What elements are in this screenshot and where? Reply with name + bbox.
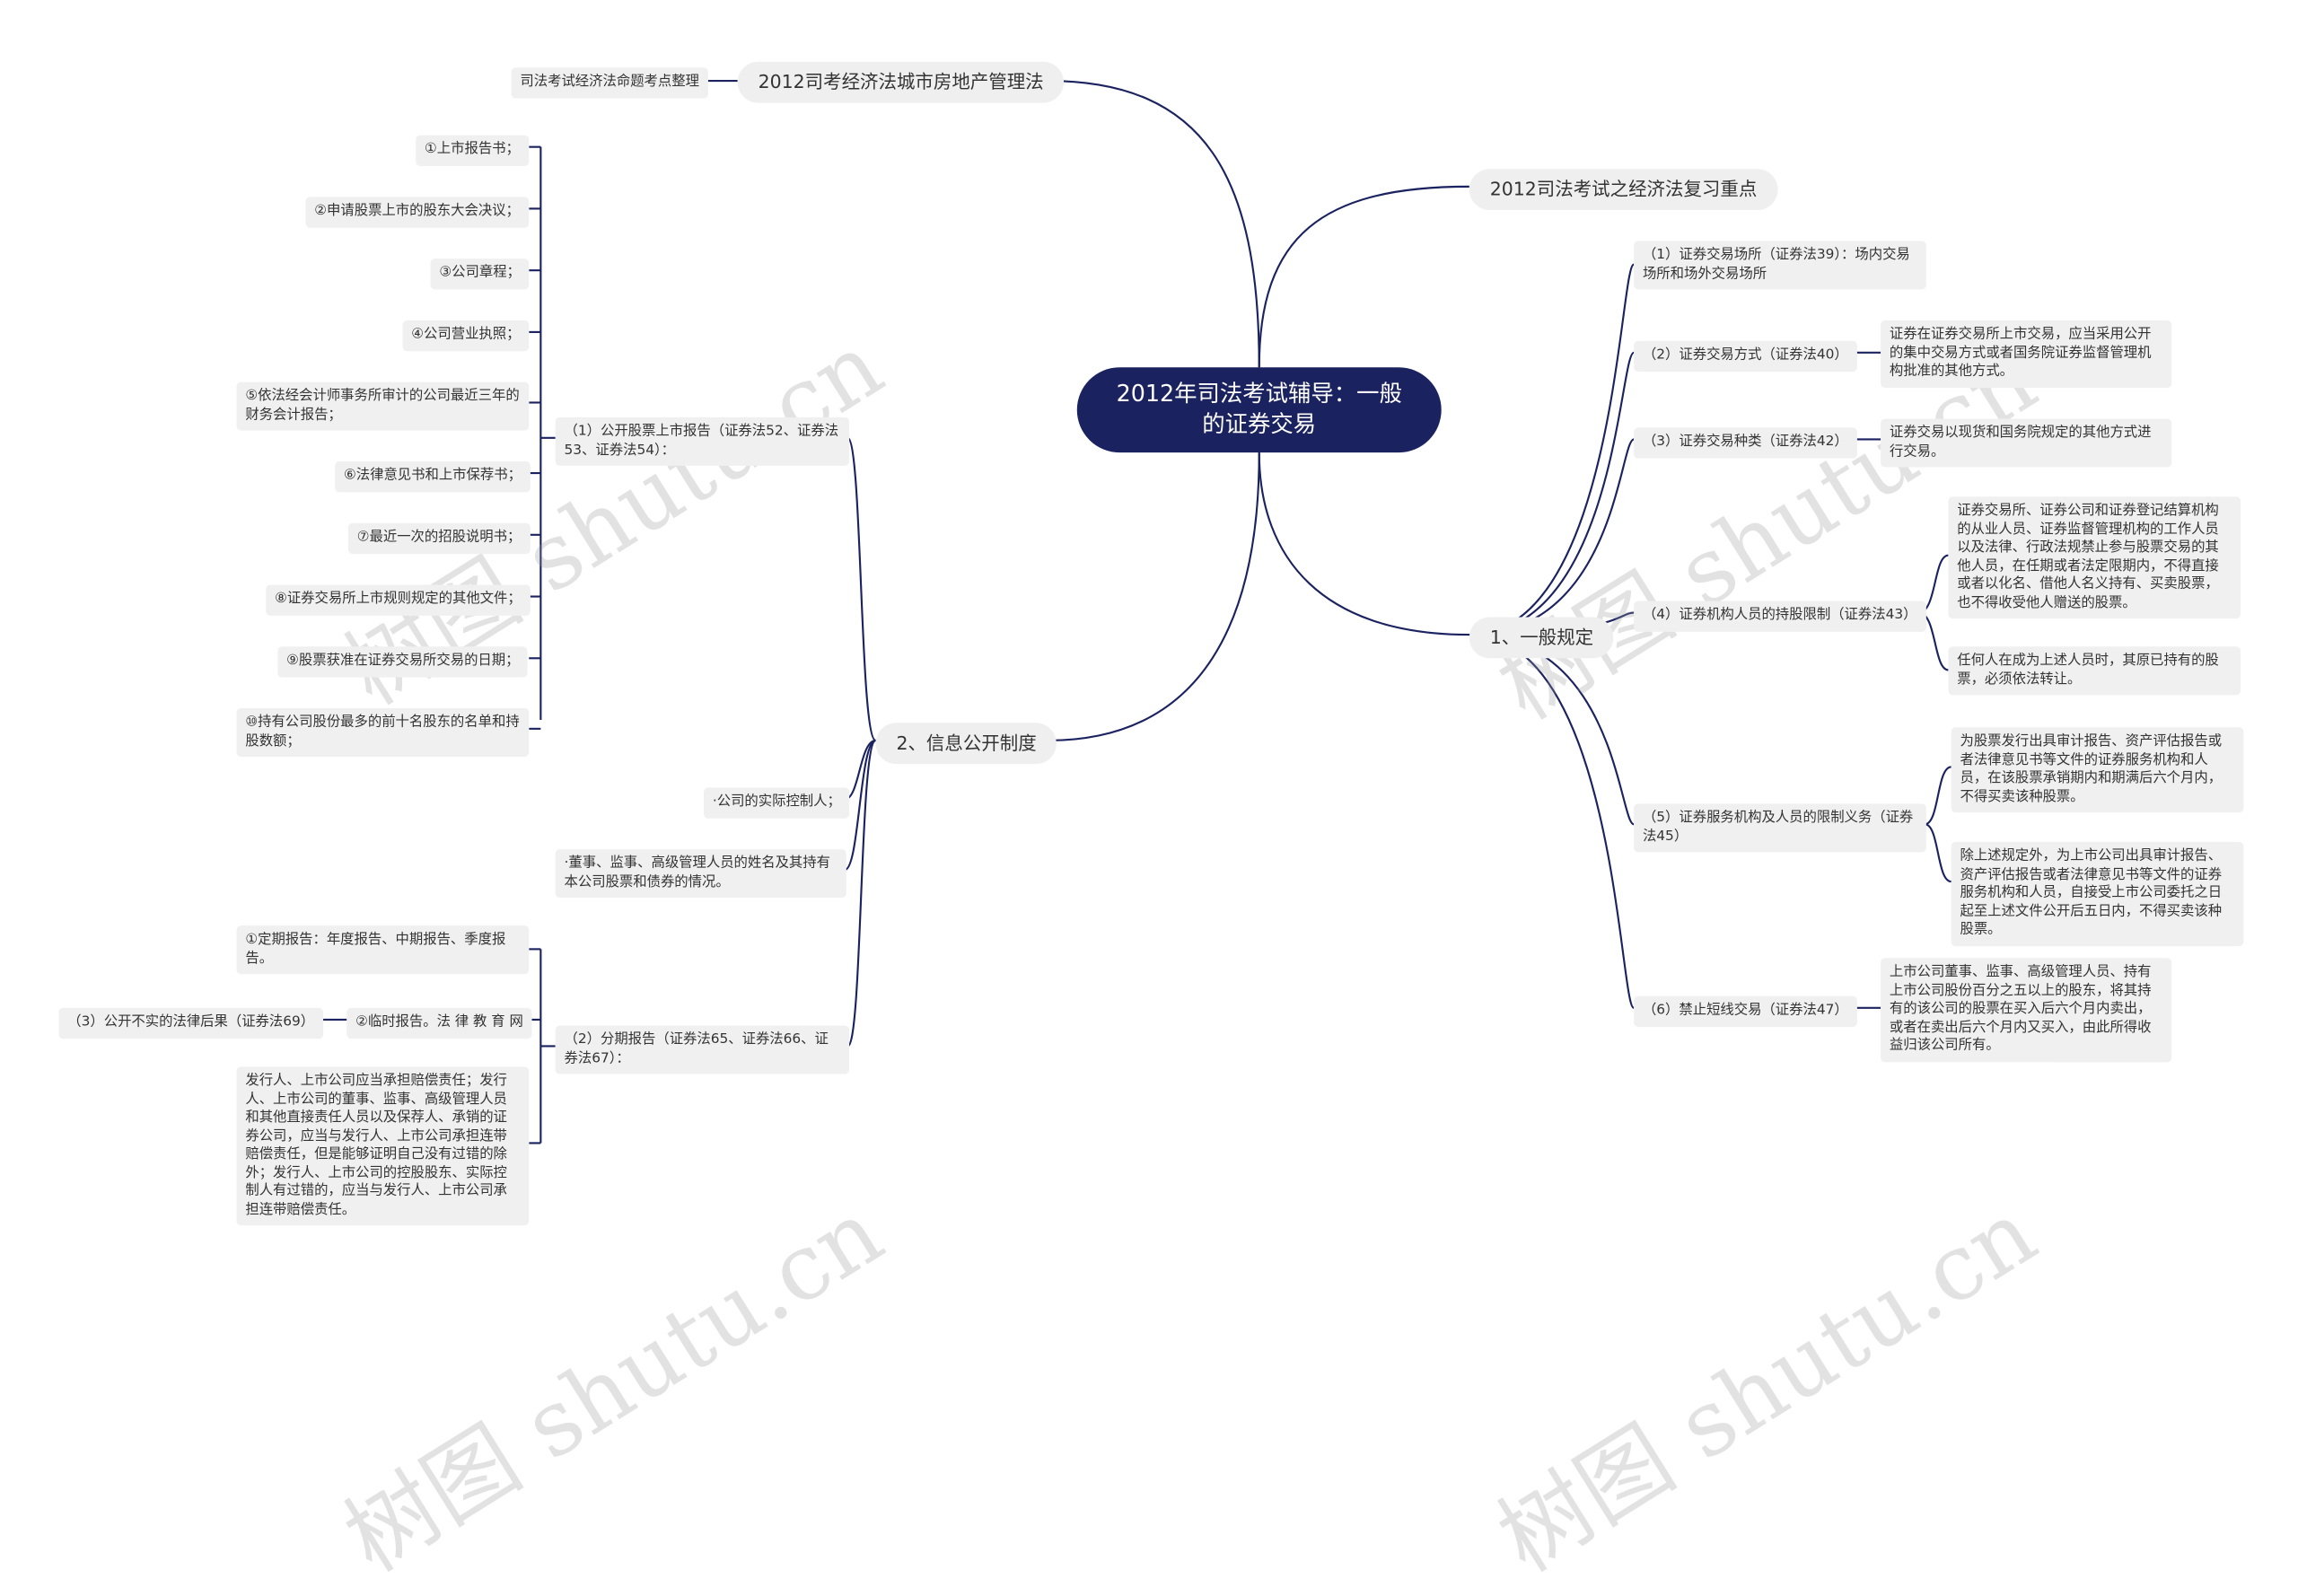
item-detail[interactable]: 任何人在成为上述人员时，其原已持有的股票，必须依法转让。 — [1948, 646, 2241, 696]
topic-review-key-points[interactable]: 2012司法考试之经济法复习重点 — [1469, 169, 1778, 211]
listing-item[interactable]: ⑨股票获准在证券交易所交易的日期； — [277, 646, 529, 677]
listing-item[interactable]: ⑦最近一次的招股说明书； — [347, 522, 531, 554]
item-detail[interactable]: 证券在证券交易所上市交易，应当采用公开的集中交易方式或者国务院证券监督管理机构批… — [1881, 320, 2172, 388]
general-item[interactable]: （1）证券交易场所（证券法39）：场内交易场所和场外交易场所 — [1634, 241, 1926, 290]
mind-map-canvas: 树图 shutu.cn 树图 shutu.cn 树图 shutu.cn 树图 s… — [58, 61, 2244, 1592]
listing-item[interactable]: ③公司章程； — [430, 259, 530, 289]
subtopic-directors[interactable]: ·董事、监事、高级管理人员的姓名及其持有本公司股票和债券的情况。 — [555, 849, 846, 899]
topic-exam-points[interactable]: 司法考试经济法命题考点整理 — [511, 67, 708, 98]
listing-item[interactable]: ④公司营业执照； — [402, 320, 530, 351]
general-item[interactable]: （4）证券机构人员的持股限制（证券法43） — [1634, 601, 1926, 632]
general-item[interactable]: （3）证券交易种类（证券法42） — [1634, 427, 1857, 458]
item-detail[interactable]: 证券交易所、证券公司和证券登记结算机构的从业人员、证券监督管理机构的工作人员以及… — [1948, 496, 2241, 619]
liability-text[interactable]: 发行人、上市公司应当承担赔偿责任；发行人、上市公司的董事、监事、高级管理人员和其… — [236, 1066, 530, 1226]
general-item[interactable]: （5）证券服务机构及人员的限制义务（证券法45） — [1634, 803, 1926, 853]
listing-item[interactable]: ⑩持有公司股份最多的前十名股东的名单和持股数额； — [236, 707, 530, 757]
listing-item[interactable]: ⑤依法经会计师事务所审计的公司最近三年的财务会计报告； — [236, 381, 530, 431]
topic-general-rules[interactable]: 1、一般规定 — [1469, 617, 1614, 659]
general-item[interactable]: （2）证券交易方式（证券法40） — [1634, 340, 1857, 372]
listing-item[interactable]: ②申请股票上市的股东大会决议； — [305, 197, 529, 227]
periodic-interim[interactable]: ②临时报告。法 律 教 育 网 — [346, 1007, 532, 1039]
item-detail[interactable]: 除上述规定外，为上市公司出具审计报告、资产评估报告或者法律意见书等文件的证券服务… — [1951, 841, 2244, 946]
topic-info-disclosure[interactable]: 2、信息公开制度 — [875, 723, 1057, 765]
item-detail[interactable]: 为股票发行出具审计报告、资产评估报告或者法律意见书等文件的证券服务机构和人员，在… — [1951, 727, 2244, 813]
item-detail[interactable]: 上市公司董事、监事、高级管理人员、持有上市公司股份百分之五以上的股东，将其持有的… — [1881, 958, 2172, 1062]
item-detail[interactable]: 证券交易以现货和国务院规定的其他方式进行交易。 — [1881, 418, 2172, 468]
false-disclosure-consequence[interactable]: （3）公开不实的法律后果（证券法69） — [58, 1007, 323, 1039]
topic-real-estate-law[interactable]: 2012司考经济法城市房地产管理法 — [737, 61, 1065, 103]
subtopic-periodic-report[interactable]: （2）分期报告（证券法65、证券法66、证券法67）： — [555, 1025, 850, 1074]
general-item[interactable]: （6）禁止短线交易（证券法47） — [1634, 995, 1857, 1027]
subtopic-listing-report[interactable]: （1）公开股票上市报告（证券法52、证券法53、证券法54）： — [555, 417, 850, 466]
listing-item[interactable]: ⑧证券交易所上市规则规定的其他文件； — [266, 584, 531, 616]
root-topic[interactable]: 2012年司法考试辅导：一般的证券交易 — [1076, 367, 1442, 453]
listing-item[interactable]: ①上市报告书； — [416, 135, 529, 166]
periodic-regular[interactable]: ①定期报告：年度报告、中期报告、季度报告。 — [236, 925, 530, 975]
listing-item[interactable]: ⑥法律意见书和上市保荐书； — [335, 460, 531, 492]
subtopic-controller[interactable]: ·公司的实际控制人； — [704, 787, 850, 818]
